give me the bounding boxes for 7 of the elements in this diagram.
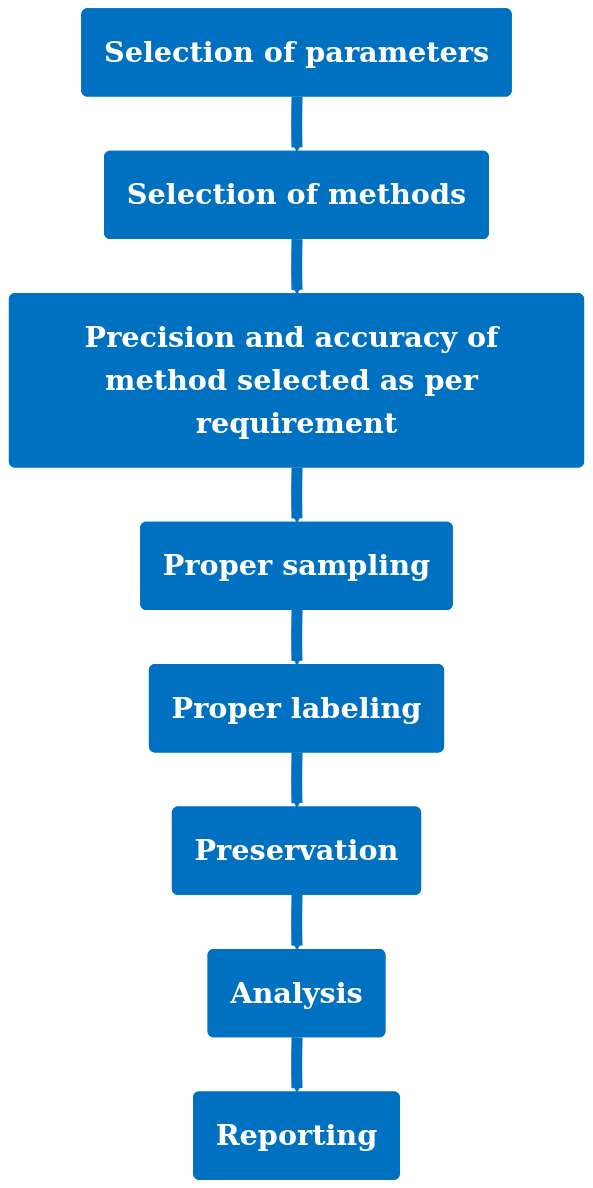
arrow xyxy=(291,95,303,153)
arrow xyxy=(291,609,303,666)
arrow xyxy=(291,893,303,951)
arrow xyxy=(291,238,303,295)
arrow xyxy=(291,466,303,524)
arrow xyxy=(291,751,303,809)
arrow xyxy=(291,1036,303,1093)
